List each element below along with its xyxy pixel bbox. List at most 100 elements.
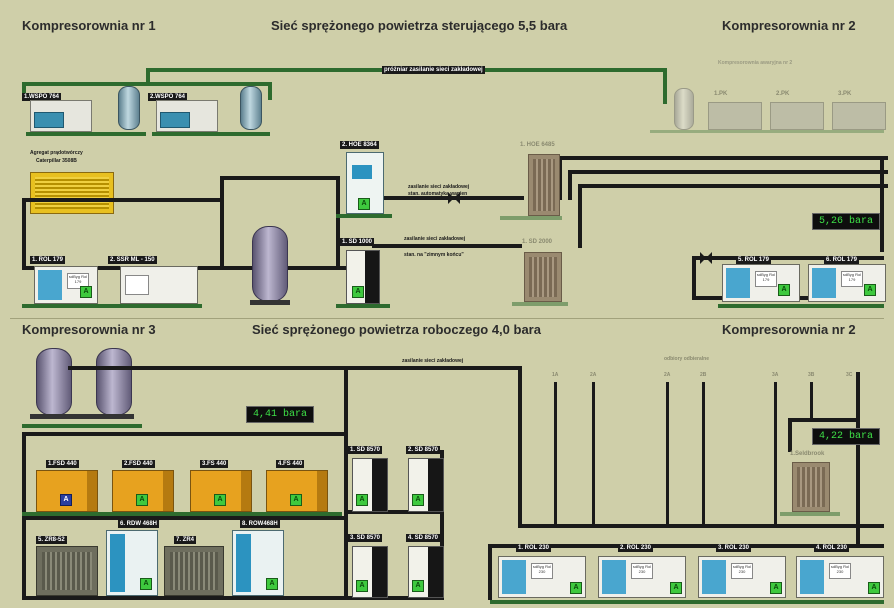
header-kompresorownia-nr2-bottom: Kompresorownia nr 2 [722,322,856,337]
valve-nr2-b[interactable] [706,252,712,264]
zr4-label: 7. ZR4 [174,536,196,544]
wspo-base-2 [152,132,270,136]
work-pipe-nr2-left [488,544,492,600]
work-pipe-nr2-tall [856,372,860,548]
ssr-label: 2. SSR ML - 150 [108,256,157,264]
ctrl-pipe-long-3 [580,184,888,188]
rol230-3-label: 3. ROL 230 [716,544,751,552]
hoe-base [336,214,392,218]
rol179-6-label: 6. ROL 179 [824,256,859,264]
wspo2-compressor[interactable] [156,100,218,132]
nr2-rol179-base [718,304,884,308]
zr2-compressor[interactable] [36,546,98,596]
vacuum-pipe-label: próżniar zasilanie sieci zakładowej [382,66,485,74]
rol230-3-panel: sdByg Rol 230 [731,563,753,579]
ctrl-pipe-riser-3 [578,184,582,248]
rol230-2-label: 2. ROL 230 [618,544,653,552]
generator-caterpillar[interactable] [30,172,114,214]
sd8570-2-status-badge: A [412,494,424,506]
ctrl-pipe-left-top [22,198,222,202]
rdw8-label: 8. ROW468H [240,520,280,528]
sd8570-4-label: 4. SD 8570 [406,534,440,542]
fsd2-side [163,471,173,511]
rol230-3-status-badge: A [770,582,782,594]
work-receiver-legs [30,414,134,419]
rol179-6-panel: sdByg Rol 179 [841,271,863,287]
rol230-2-body [602,560,626,594]
hoe6485-label: 1. HOE 6485 [518,141,557,149]
rol179-6-compressor[interactable]: sdByg Rol 179 [808,264,886,302]
work-pipe-to-nr2 [518,524,884,528]
zr2-label: 5. ZR8-52 [36,536,67,544]
rol230-3-body [702,560,726,594]
pk2-label: 2.PK [774,90,791,98]
rol179-5-compressor[interactable]: sdByg Rol 179 [722,264,800,302]
odbior-drop-4 [702,382,705,524]
fsd1-status-badge: A [60,494,72,506]
rol179-1-label: 1. ROL 179 [30,256,65,264]
rdw6-body [110,534,125,592]
sd1000-base [336,304,390,308]
pk3-compressor[interactable] [832,102,886,130]
ctrl-pipe-hoe-h [220,176,338,180]
sd8570-2-panel [428,459,443,511]
wspo1-compressor[interactable] [30,100,92,132]
control-pressure-readout: 5,26 bara [812,213,880,230]
ctrl-receiver-tank [252,226,288,302]
rol179-1-compressor[interactable]: sdByg Rol 179 [34,266,98,304]
ssr-compressor[interactable] [120,266,198,304]
rdw6-label: 6. RDW 468H [118,520,159,528]
rol179-6-body [812,268,836,298]
fsd3-status-badge: A [214,494,226,506]
fsd1-label: 1.FSD 440 [46,460,79,468]
seldbrook-label: 1.Seldbrook [788,450,826,458]
nr2-faded-base [650,130,884,133]
sd8570-1-status-badge: A [356,494,368,506]
pk1-label: 1.PK [712,90,729,98]
sd2000-compressor[interactable] [524,252,562,302]
pk1-compressor[interactable] [708,102,762,130]
fsd3-label: 3.FS 440 [200,460,228,468]
odbior-drop-2 [592,382,595,524]
header-working-air-network: Sieć sprężonego powietrza roboczego 4,0 … [252,322,541,337]
rdw8-body [236,534,251,592]
work-receiver-base [22,424,142,428]
pk2-compressor[interactable] [770,102,824,130]
hoe6485-compressor[interactable] [528,154,560,216]
rol230-2-panel: sdByg Rol 230 [631,563,653,579]
sd8570-3-label: 3. SD 8570 [348,534,382,542]
sd-feed-note-2: stan. na "zimnym końcu" [404,252,464,259]
rdw6-status-badge: A [140,578,152,590]
fsd-base [22,512,342,516]
hoe6485-grill [533,159,555,211]
sd8570-1-label: 1. SD 8570 [348,446,382,454]
work-pipe-nr2-mid-drop [788,418,792,452]
odbior-drop-6 [810,382,813,420]
ctrl-pipe-long-1 [560,156,888,160]
work-pipe-sd-bus [344,366,348,600]
ctrl-pipe-mid-riser [220,198,224,268]
odbior-num-2: 2A [590,372,596,378]
rol179-6-status-badge: A [864,284,876,296]
fsd4-side [317,471,327,511]
sd8570-4-panel [428,547,443,597]
generator-label-2: Caterpillar 3508B [36,158,77,165]
odbior-num-3: 2A [664,372,670,378]
work-pressure-nr3-readout: 4,41 bara [246,406,314,423]
work-receiver-tank-2 [96,348,132,416]
sd-feed-note-1: zasilanie sieci zakładowej [404,236,465,243]
ctrl-pipe-long-2 [570,170,888,174]
fsd2-label: 2.FSD 440 [122,460,155,468]
odbior-num-7: 3C [846,372,852,378]
ctrl-pipe-right-drop [880,156,884,252]
fsd4-label: 4.FS 440 [276,460,304,468]
odbior-drop-3 [666,382,669,524]
sd8570-3-panel [372,547,387,597]
odbiory-label: odbiory odbieralne [664,356,709,363]
seldbrook-compressor[interactable] [792,462,830,512]
work-pipe-fsd-bus [22,432,348,436]
work-pressure-nr2-readout: 4,22 bara [812,428,880,445]
ctrl-pipe-nr2-drop [692,256,696,298]
section-divider [10,318,884,319]
zr4-compressor[interactable] [164,546,224,596]
